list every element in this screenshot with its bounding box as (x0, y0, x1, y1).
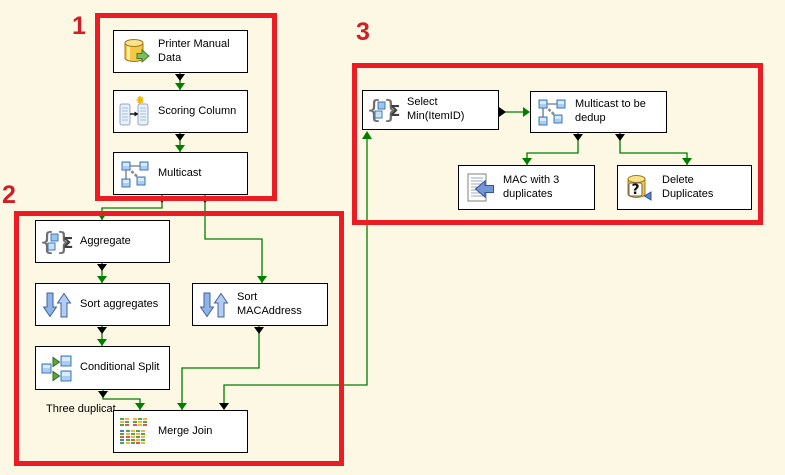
task-node-sort-macaddress[interactable]: Sort MACAddress (192, 283, 328, 326)
annotation-number-3: 3 (356, 18, 370, 46)
task-label: Aggregate (80, 234, 131, 247)
annotation-number-1: 1 (72, 12, 86, 40)
conditional-split-icon (41, 352, 73, 384)
task-node-multicast-to-be-dedup[interactable]: Multicast to be dedup (530, 91, 667, 133)
connector-scoring-to-multicast[interactable] (175, 133, 185, 152)
task-label: Sort aggregates (80, 297, 159, 310)
connector-multicast-to-aggregate[interactable] (97, 195, 167, 220)
task-label: Scoring Column (158, 104, 237, 117)
database-source-icon (119, 36, 151, 68)
annotation-number-2: 2 (2, 181, 16, 209)
task-node-sort-aggregates[interactable]: Sort aggregates (35, 283, 170, 326)
task-node-select-min-itemid[interactable]: Select Min(ItemID) (362, 90, 499, 130)
aggregate-icon (41, 226, 73, 258)
task-label: Conditional Split (80, 361, 160, 374)
task-label: Printer Manual Data (158, 37, 230, 64)
task-node-multicast[interactable]: Multicast (113, 152, 248, 195)
task-label: Sort MACAddress (237, 290, 302, 317)
task-node-scoring-column[interactable]: Scoring Column (113, 90, 248, 133)
multicast-icon (119, 158, 151, 190)
connector-sort-aggregates-to-conditional-split[interactable] (97, 326, 107, 346)
task-node-printer-manual-data[interactable]: Printer Manual Data (113, 30, 248, 73)
sort-icon (41, 289, 73, 321)
connector-printer-to-scoring[interactable] (175, 73, 185, 90)
connector-multicast-dedup-to-mac-with-3[interactable] (522, 133, 583, 165)
connector-multicast-to-sort-macaddress[interactable] (200, 195, 267, 283)
task-node-aggregate[interactable]: Aggregate (35, 220, 170, 263)
connector-aggregate-to-sort-aggregates[interactable] (97, 263, 107, 283)
multicast-icon (536, 96, 568, 128)
connector-select-min-to-multicast-dedup[interactable] (499, 107, 530, 117)
task-label: Select Min(ItemID) (407, 96, 465, 122)
connector-multicast-dedup-to-delete-duplicates[interactable] (615, 133, 692, 165)
ole-db-command-icon (623, 172, 655, 204)
task-label: Multicast to be dedup (575, 98, 646, 124)
flat-file-destination-icon (464, 172, 496, 204)
task-label: MAC with 3 duplicates (503, 173, 560, 200)
aggregate-icon (368, 94, 400, 126)
task-label: Delete Duplicates (662, 173, 714, 200)
task-node-mac-with-3-duplicates[interactable]: MAC with 3 duplicates (458, 165, 595, 210)
edge-label-three-duplicates: Three duplicat (46, 403, 116, 415)
task-node-delete-duplicates[interactable]: Delete Duplicates (617, 165, 752, 210)
task-node-conditional-split[interactable]: Conditional Split (35, 346, 170, 390)
connector-sort-macaddress-to-merge-join[interactable] (177, 326, 264, 410)
task-node-merge-join[interactable]: Merge Join (113, 410, 248, 453)
derived-column-icon (119, 96, 151, 128)
sort-icon (198, 289, 230, 321)
task-label: Merge Join (158, 424, 213, 437)
merge-join-icon (119, 416, 151, 448)
task-label: Multicast (158, 166, 202, 179)
